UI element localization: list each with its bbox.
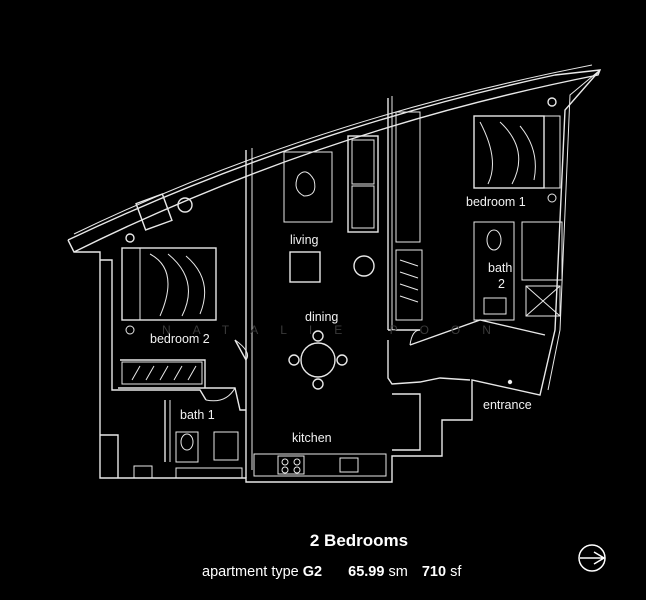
north-compass-icon	[578, 544, 606, 572]
room-label-living: living	[290, 233, 319, 247]
outer-wall	[67, 69, 601, 483]
room-label-bath-1: bath 1	[180, 408, 215, 422]
room-label-bath-2: bath	[488, 261, 513, 275]
type-label: apartment type	[202, 564, 299, 580]
plan-specs: apartment type G2 65.99 sm 710 sf	[202, 564, 461, 580]
type-value: G2	[302, 564, 323, 580]
room-label-kitchen: kitchen	[292, 431, 332, 445]
room-label-dining: dining	[305, 310, 339, 324]
room-label-bedroom-1: bedroom 1	[466, 195, 526, 209]
area-sm-unit: sm	[388, 564, 408, 580]
watermark: NATALIE POON	[162, 323, 513, 337]
area-sm-value: 65.99	[348, 564, 385, 580]
curved-facade	[67, 69, 602, 253]
room-label-bedroom-2: bedroom 2	[150, 332, 210, 346]
area-sf-unit: sf	[450, 564, 462, 580]
plan-title: 2 Bedrooms	[309, 531, 409, 550]
room-label-entrance: entrance	[483, 398, 532, 412]
room-label-bath-2-number: 2	[498, 277, 505, 291]
area-sf-value: 710	[421, 564, 447, 580]
